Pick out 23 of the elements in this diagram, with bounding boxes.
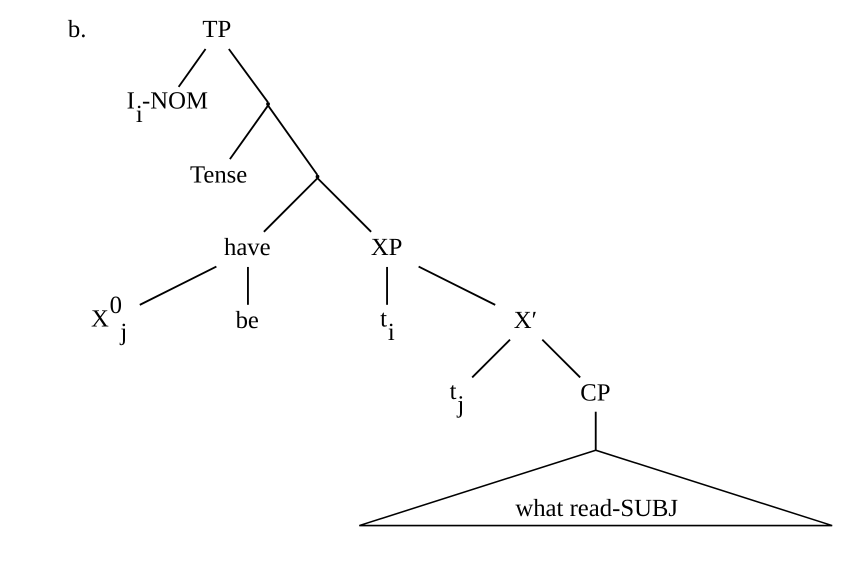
connector	[246, 266, 248, 305]
node-text: CP	[580, 379, 610, 406]
node-point	[315, 174, 319, 178]
connector	[266, 105, 318, 176]
node-text: TP	[202, 16, 231, 44]
label: b.	[67, 16, 86, 44]
connector	[316, 178, 372, 232]
connector	[594, 412, 596, 450]
connector	[262, 178, 318, 232]
node-text: XP	[370, 234, 402, 262]
node-point	[266, 102, 270, 106]
connector	[228, 105, 268, 160]
connector	[471, 338, 510, 378]
node-text: have	[223, 234, 270, 262]
connector	[228, 48, 268, 103]
node-text: be	[235, 306, 258, 334]
connector	[177, 48, 206, 88]
connector	[541, 338, 580, 378]
connector	[386, 266, 388, 305]
node-text: Tense	[189, 161, 247, 188]
node-text: X′	[513, 306, 537, 334]
connector	[418, 266, 496, 306]
connector	[138, 266, 216, 306]
